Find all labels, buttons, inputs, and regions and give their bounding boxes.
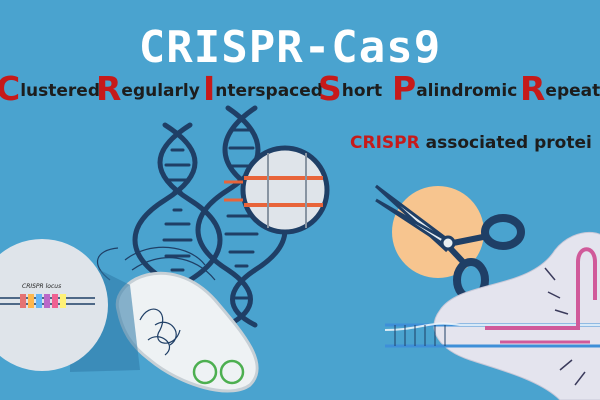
dna-helix-icon bbox=[132, 122, 223, 283]
crispr-locus-label: CRISPR locus bbox=[22, 283, 61, 290]
acronym-expansion: Clustered Regularly Interspaced Short Pa… bbox=[0, 69, 600, 108]
acronym-word-repeats: Repeats bbox=[520, 69, 600, 108]
acronym-word-palindromic: Palindromic bbox=[392, 69, 518, 108]
magnifier-icon bbox=[224, 145, 330, 235]
bacterium-icon bbox=[78, 246, 259, 393]
page-title: CRISPR-Cas9 bbox=[138, 22, 442, 73]
crispr-associated-protein-text: CRISPR associated protei bbox=[350, 133, 592, 153]
dna-helix-icon bbox=[195, 105, 288, 328]
acronym-word-interspaced: Interspaced bbox=[203, 69, 323, 108]
cas9-complex-icon bbox=[384, 231, 600, 400]
acronym-word-clustered: Clustered bbox=[0, 69, 101, 108]
crispr-locus-icon: CRISPR locus bbox=[0, 239, 108, 371]
zoom-cone bbox=[70, 255, 140, 372]
acronym-word-regularly: Regularly bbox=[96, 69, 200, 108]
acronym-word-short: Short bbox=[318, 69, 383, 108]
scissors-icon bbox=[374, 184, 525, 302]
